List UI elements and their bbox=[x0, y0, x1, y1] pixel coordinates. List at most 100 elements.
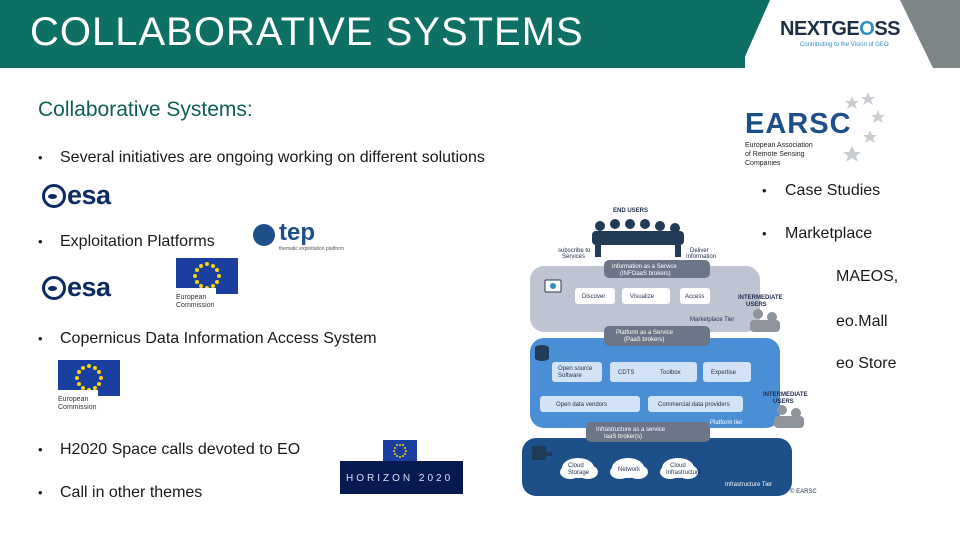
eu-star-icon bbox=[396, 444, 398, 447]
esa-logo-2: esa bbox=[42, 272, 111, 303]
eu-commission-logo: European Commission bbox=[158, 258, 246, 316]
logo-tagline: Contributing to the Vision of GEO bbox=[800, 42, 889, 48]
eu-star-icon bbox=[399, 443, 401, 446]
nextgeoss-logo: NEXTGEOSS Contributing to the Vision of … bbox=[780, 18, 900, 48]
svg-text:Open data vendors: Open data vendors bbox=[556, 402, 607, 408]
svg-text:Cloud: Cloud bbox=[670, 463, 686, 469]
header-wedge bbox=[740, 0, 770, 68]
earsc-logo: EARSC European Association of Remote Sen… bbox=[745, 108, 852, 167]
esa-disc-icon bbox=[42, 275, 66, 300]
eu-star-icon bbox=[211, 284, 215, 289]
tep-logo: tep thematic exploitation platform bbox=[253, 221, 344, 252]
svg-text:Information as a Service: Information as a Service bbox=[612, 264, 677, 270]
eu-star-icon bbox=[402, 454, 404, 457]
eu-star-icon bbox=[404, 446, 407, 449]
intermediate-users-1: INTERMEDIATE USERS bbox=[738, 295, 783, 332]
logo-highlight: O bbox=[859, 18, 875, 40]
svg-text:(INFOaaS brokers): (INFOaaS brokers) bbox=[620, 271, 671, 277]
svg-text:END USERS: END USERS bbox=[613, 208, 648, 214]
svg-text:Discover: Discover bbox=[582, 294, 605, 300]
svg-text:USERS: USERS bbox=[773, 399, 794, 405]
svg-text:Storage: Storage bbox=[568, 470, 590, 476]
item-eostore: eo Store bbox=[836, 355, 897, 372]
eu-star-icon bbox=[97, 382, 102, 386]
svg-text:INTERMEDIATE: INTERMEDIATE bbox=[763, 392, 808, 398]
bullet-h2020: •H2020 Space calls devoted to EO bbox=[38, 441, 301, 458]
eu-star-icon bbox=[205, 262, 209, 266]
page-title: COLLABORATIVE SYSTEMS bbox=[30, 10, 584, 54]
eu-star-icon bbox=[194, 280, 199, 284]
svg-text:IaaS broker(s): IaaS broker(s) bbox=[604, 434, 642, 440]
item-maeos: MAEOS, bbox=[836, 268, 899, 285]
section-title: Collaborative Systems: bbox=[38, 98, 253, 121]
esa-logo: esa bbox=[42, 180, 111, 211]
eu-star-icon bbox=[76, 382, 81, 386]
svg-text:Infrastructure Tier: Infrastructure Tier bbox=[725, 482, 772, 488]
svg-text:Deliver: Deliver bbox=[690, 248, 709, 254]
eu-star-icon bbox=[399, 455, 401, 458]
item-eomall: eo.Mall bbox=[836, 313, 888, 330]
svg-text:Marketplace Tier: Marketplace Tier bbox=[690, 317, 734, 323]
svg-text:Network: Network bbox=[618, 467, 641, 473]
eu-star-icon bbox=[393, 449, 395, 452]
svg-text:USERS: USERS bbox=[746, 302, 767, 308]
svg-text:Platform as a Service: Platform as a Service bbox=[616, 330, 674, 336]
eu-star-icon bbox=[393, 446, 396, 449]
svg-text:Expertise: Expertise bbox=[711, 370, 737, 376]
svg-text:Infrastructure as a service: Infrastructure as a service bbox=[596, 427, 666, 433]
svg-text:Information: Information bbox=[686, 254, 716, 260]
eu-star-icon bbox=[211, 263, 215, 268]
svg-text:Software: Software bbox=[558, 373, 582, 379]
eu-star-icon bbox=[405, 449, 407, 452]
eu-star-icon bbox=[199, 263, 203, 268]
eu-star-icon bbox=[93, 386, 97, 391]
eu-star-icon bbox=[215, 280, 220, 284]
eu-star-icon bbox=[99, 376, 103, 380]
marketplace-tier: Information as a Service (INFOaaS broker… bbox=[530, 260, 760, 332]
logo-suffix: SS bbox=[874, 18, 900, 40]
eu-star-icon bbox=[76, 370, 81, 374]
svg-text:Services: Services bbox=[562, 254, 585, 260]
eu-star-icon bbox=[199, 284, 203, 289]
svg-text:Platform tier: Platform tier bbox=[710, 420, 742, 426]
eu-star-icon bbox=[93, 365, 97, 370]
eu-star-icon bbox=[81, 386, 85, 391]
eu-commission-logo-2: European Commission bbox=[38, 358, 128, 418]
eu-star-icon bbox=[87, 364, 91, 368]
intermediate-users-2: INTERMEDIATE USERS bbox=[763, 392, 808, 428]
esa-disc-icon bbox=[42, 183, 66, 208]
svg-text:© EARSC: © EARSC bbox=[790, 488, 817, 495]
header-band bbox=[0, 0, 745, 68]
svg-text:Open source: Open source bbox=[558, 366, 593, 372]
globe-icon bbox=[253, 224, 275, 246]
svg-text:Infrastructure: Infrastructure bbox=[666, 470, 702, 476]
eu-star-icon bbox=[217, 274, 221, 278]
eu-star-icon bbox=[75, 376, 79, 380]
eu-star-icon bbox=[402, 444, 404, 447]
horizon-2020-logo: HORIZON 2020 bbox=[340, 461, 463, 494]
eu-star-icon bbox=[396, 454, 398, 457]
bullet-case-studies: •Case Studies bbox=[762, 182, 881, 199]
svg-text:(PaaS brokers): (PaaS brokers) bbox=[624, 337, 664, 343]
eu-star-icon bbox=[404, 452, 407, 455]
svg-text:Toolbox: Toolbox bbox=[660, 370, 681, 376]
svg-text:Visualize: Visualize bbox=[630, 294, 655, 300]
bullet-exploitation: •Exploitation Platforms bbox=[38, 233, 215, 250]
eu-flag-small-icon bbox=[383, 440, 417, 461]
svg-text:Cloud: Cloud bbox=[568, 463, 584, 469]
infrastructure-tier: Infrastructure as a service IaaS broker(… bbox=[522, 422, 817, 496]
eu-star-icon bbox=[393, 452, 396, 455]
logo-prefix: NEXTGE bbox=[780, 18, 860, 40]
header-grey-tab bbox=[900, 0, 960, 68]
architecture-diagram: END USERS subscribe to Services Deliver … bbox=[522, 208, 817, 496]
eu-star-icon bbox=[97, 370, 102, 374]
svg-text:INTERMEDIATE: INTERMEDIATE bbox=[738, 295, 783, 301]
bullet-copernicus: •Copernicus Data Information Access Syst… bbox=[38, 330, 377, 347]
platform-tier: Platform as a Service (PaaS brokers) Ope… bbox=[530, 326, 780, 428]
eu-star-icon bbox=[193, 274, 197, 278]
eu-star-icon bbox=[194, 268, 199, 272]
bullet-marketplace: •Marketplace bbox=[762, 225, 873, 242]
bullet-initiatives: •Several initiatives are ongoing working… bbox=[38, 149, 485, 166]
svg-text:subscribe to: subscribe to bbox=[558, 248, 591, 254]
svg-text:Access: Access bbox=[685, 294, 704, 300]
